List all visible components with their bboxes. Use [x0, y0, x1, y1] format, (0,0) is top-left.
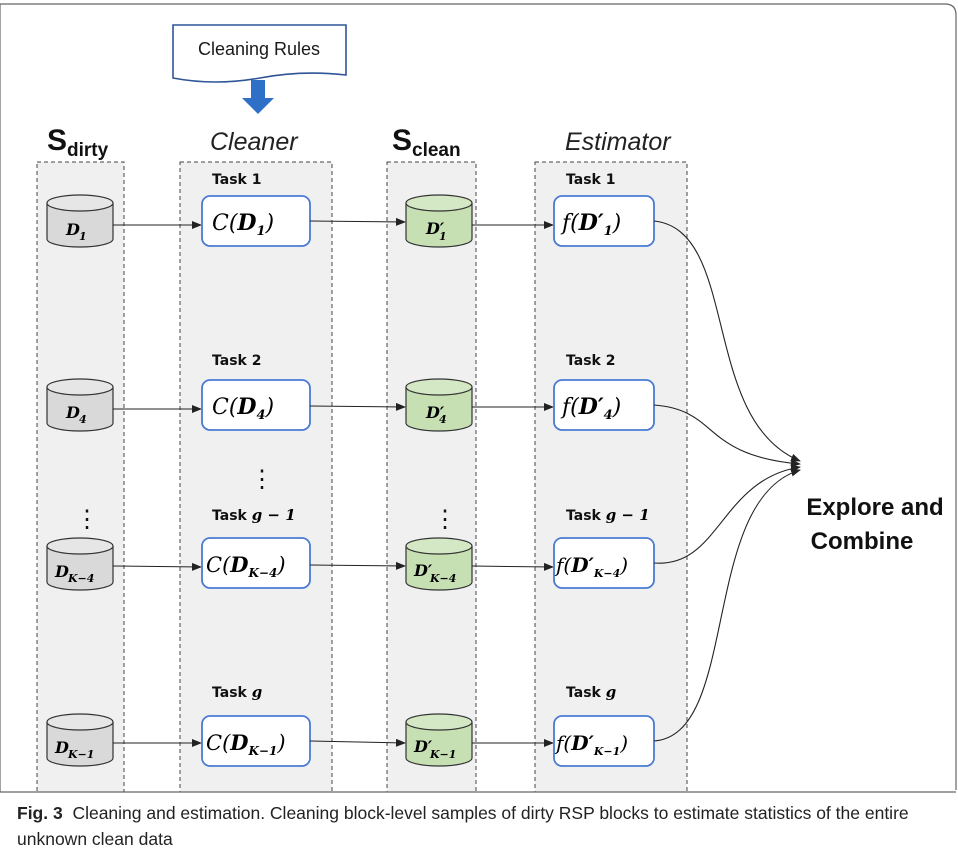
svg-text:f(D′1): f(D′1) — [560, 210, 621, 239]
estimator-box: f(D′4) — [553, 379, 655, 431]
clean-block-d4: D′ 4 — [405, 378, 473, 432]
clean-block-d1: D′ 1 — [405, 194, 473, 248]
rules-arrow — [242, 80, 274, 114]
arrow-cleaner-to-clean — [309, 738, 406, 747]
clean-title: Sclean — [392, 124, 461, 161]
estimator-title: Estimator — [565, 128, 672, 156]
dirty-title: Sdirty — [47, 124, 109, 161]
cleaner-box: C(D1) — [201, 195, 311, 247]
svg-text:D: D — [54, 562, 69, 581]
estimator-task-label: Task 2 — [566, 353, 615, 369]
estimator-task-label: Task g — [566, 683, 616, 701]
outer-frame — [0, 3, 957, 790]
dirty-block-d4: D 4 — [46, 378, 114, 432]
estimator-task-label: Task 1 — [566, 172, 615, 188]
svg-text:D: D — [65, 403, 80, 422]
estimator-task-label: Task g − 1 — [566, 506, 650, 524]
svg-text:K−4: K−4 — [67, 572, 94, 585]
svg-text:D: D — [54, 738, 69, 757]
cleaner-task-label: Task 2 — [212, 353, 261, 369]
svg-text:D′: D′ — [425, 403, 445, 422]
caption-text: Cleaning and estimation. Cleaning block-… — [17, 803, 909, 849]
svg-text:C(D4): C(D4) — [212, 394, 274, 423]
dirty-block-dk4: D K−4 — [46, 537, 114, 591]
svg-text:D′: D′ — [425, 219, 445, 238]
estimator-column — [534, 161, 688, 793]
cleaner-task-label: Task g − 1 — [212, 506, 296, 524]
clean-column — [386, 161, 477, 793]
svg-text:f(D′K−1): f(D′K−1) — [554, 731, 628, 758]
svg-text:D′: D′ — [413, 561, 433, 580]
ellipsis-dirty: ⋮ — [75, 505, 99, 533]
svg-text:C(D1): C(D1) — [212, 210, 274, 239]
figure-caption: Fig. 3 Cleaning and estimation. Cleaning… — [17, 800, 942, 852]
cleaner-box: C(DK−1) — [201, 715, 311, 767]
svg-text:1: 1 — [79, 230, 87, 243]
arrow-cleaner-to-clean — [309, 402, 406, 411]
clean-block-dk1: D′ K−1 — [405, 713, 473, 767]
explore-label-line1: Explore and — [806, 494, 943, 521]
estimator-box: f(D′K−4) — [553, 537, 655, 589]
dirty-block-dk1: D K−1 — [46, 713, 114, 767]
row-1: Task 1 Task 1 D 1 C(D1) D′ 1 f(D′1) — [46, 172, 655, 248]
svg-text:K−4: K−4 — [429, 572, 456, 585]
cleaner-box: C(D4) — [201, 379, 311, 431]
row-3: Task g − 1 Task g − 1 D K−4 C(DK−4) D′ K… — [46, 506, 655, 591]
svg-text:D′: D′ — [413, 737, 433, 756]
dirty-column — [36, 161, 125, 793]
svg-text:4: 4 — [439, 413, 447, 426]
estimator-box: f(D′K−1) — [553, 715, 655, 767]
cleaner-title: Cleaner — [210, 128, 299, 156]
svg-text:4: 4 — [79, 413, 87, 426]
cleaner-task-label: Task g — [212, 683, 262, 701]
ellipsis-cleaner: ⋮ — [250, 465, 274, 493]
combine-arrows — [653, 220, 801, 742]
svg-text:f(D′4): f(D′4) — [560, 394, 621, 423]
arrow-clean-to-estimator — [471, 562, 554, 571]
combine-arrow-2 — [653, 404, 801, 468]
explore-label-line2: Combine — [811, 528, 914, 555]
arrow-dirty-to-cleaner — [112, 562, 202, 571]
row-2: Task 2 Task 2 D 4 C(D4) D′ 4 f(D′4) — [46, 353, 655, 432]
svg-text:D: D — [65, 220, 80, 239]
clean-block-dk4: D′ K−4 — [405, 537, 473, 591]
svg-text:K−1: K−1 — [67, 748, 94, 761]
ellipsis-clean: ⋮ — [433, 505, 457, 533]
caption-label: Fig. 3 — [17, 803, 63, 823]
combine-arrow-1 — [653, 220, 801, 462]
cleaner-column — [179, 161, 333, 793]
dirty-block-d1: D 1 — [46, 194, 114, 248]
svg-text:K−1: K−1 — [429, 748, 456, 761]
cleaning-rules-label: Cleaning Rules — [198, 39, 320, 59]
combine-arrow-4 — [653, 468, 801, 742]
estimator-box: f(D′1) — [553, 195, 655, 247]
combine-arrow-3 — [653, 464, 801, 564]
row-4: Task g Task g D K−1 C(DK−1) D′ K−1 f(D′K… — [46, 683, 655, 767]
cleaner-box: C(DK−4) — [201, 537, 311, 589]
arrow-cleaner-to-clean — [309, 217, 406, 226]
svg-text:1: 1 — [439, 230, 447, 243]
cleaning-rules-box: Cleaning Rules — [172, 24, 347, 83]
arrow-cleaner-to-clean — [309, 561, 406, 570]
cleaner-task-label: Task 1 — [212, 172, 261, 188]
